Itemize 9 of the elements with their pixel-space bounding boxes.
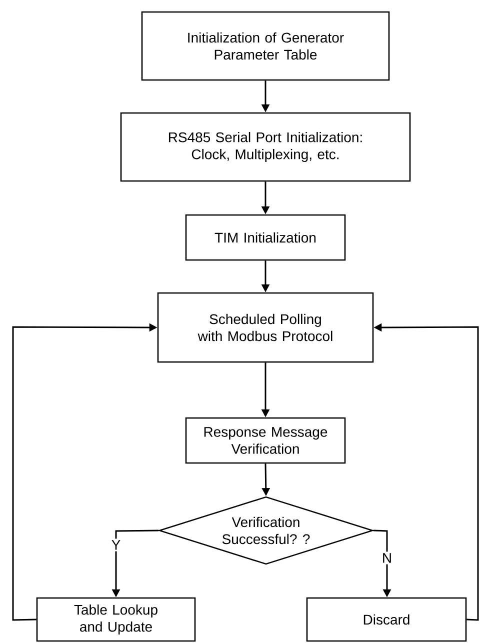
process-box: Response Message Verification <box>185 417 346 464</box>
edge-label: N <box>380 552 394 564</box>
process-box: RS485 Serial Port Initialization: Clock, Multiplexing, etc. <box>120 112 411 182</box>
edge-label: Y <box>110 538 122 552</box>
process-box: TIM Initialization <box>185 214 346 261</box>
process-box: Discard <box>306 597 467 642</box>
process-box: Scheduled Polling with Modbus Protocol <box>157 292 374 363</box>
process-box: Table Lookup and Update <box>36 597 196 642</box>
process-box: Initialization of Generator Parameter Table <box>141 11 390 81</box>
